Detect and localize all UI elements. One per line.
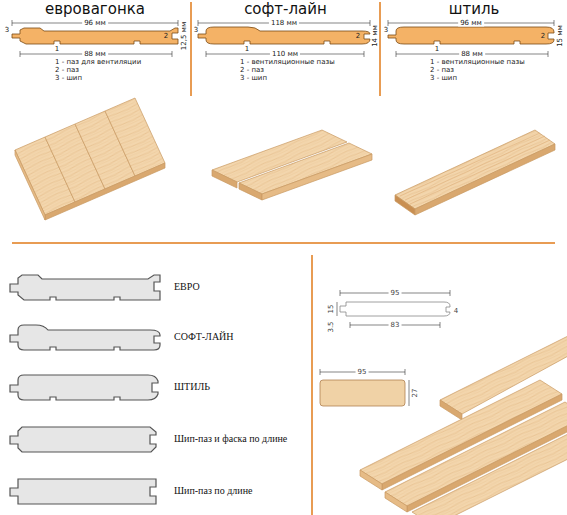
profile-label: ЕВРО: [174, 281, 200, 293]
callout-number: 2: [164, 33, 168, 40]
top-profiles: [12, 27, 554, 44]
euro-photo: [15, 98, 165, 220]
legend-note: 1 - вентиляционные пазы: [430, 59, 525, 66]
profile-shape: [10, 325, 160, 350]
art-path: [320, 290, 450, 406]
art-path: [12, 20, 178, 57]
dimension-label: 88 мм: [459, 51, 485, 58]
dimension-label: 110 мм: [270, 51, 300, 58]
legend-note: 2 - паз: [430, 67, 454, 74]
callout-number: 2: [541, 33, 545, 40]
legend-note: 2 - паз: [240, 67, 264, 74]
art-line: [379, 2, 381, 96]
header-text: евровагонка: [0, 0, 190, 18]
callout-number: 4: [454, 308, 458, 315]
profile-label: СОФТ-ЛАЙН: [174, 331, 234, 343]
dimension-drawing: [320, 302, 450, 406]
art-polygon: [105, 98, 165, 176]
profile-label: ШТИЛЬ: [174, 381, 210, 393]
art-polygon: [385, 492, 407, 512]
dimension-label: 27: [412, 389, 419, 398]
dimension-label: 95: [389, 290, 402, 297]
art-polygon: [395, 195, 415, 215]
profile-outline: [8, 474, 164, 508]
art-path: [400, 133, 550, 204]
profile-outline: [8, 422, 164, 456]
legend-note: 3 - шип: [55, 75, 82, 82]
soft-photo: [212, 130, 372, 200]
dimension-label: 15: [328, 305, 335, 314]
art-line: [12, 242, 555, 244]
euro-profile: [12, 28, 178, 44]
profile-outline: [8, 370, 164, 404]
art-polygon: [45, 163, 165, 220]
profile-shape: [10, 427, 156, 452]
dimension-label: 12,5 мм: [181, 22, 188, 50]
dimension-label: 88 мм: [82, 51, 108, 58]
art-line: [190, 2, 192, 96]
boards-photo: [360, 335, 567, 515]
profile-shape: [10, 479, 156, 504]
art-polygon: [262, 154, 372, 200]
callout-number: 3: [194, 27, 198, 34]
art-polygon: [212, 170, 237, 188]
legend-note: 3 - шип: [430, 75, 457, 82]
legend-note: 3 - шип: [240, 75, 267, 82]
profile-item: Шип-паз по длине: [8, 474, 259, 508]
profile-outline: [8, 320, 164, 354]
art-polygon: [239, 183, 262, 200]
callout-number: 3: [5, 27, 9, 34]
legend-note: 1 - вентиляционные пазы: [240, 59, 335, 66]
profile-label: Шип-паз по длине: [174, 485, 252, 497]
dimension-label: 3.5: [328, 321, 335, 332]
art-polygon: [412, 422, 567, 515]
profile-label: Шип-паз и фаска по длине: [174, 433, 287, 445]
section-header: евровагонка: [0, 0, 190, 18]
art-polygon: [395, 130, 555, 209]
profile-outline: [8, 270, 164, 304]
dimension-label: 95: [356, 369, 369, 376]
shtil-profile: [388, 27, 554, 44]
header-text: штиль: [381, 0, 567, 18]
callout-number: 2: [356, 33, 360, 40]
dimension-label: 83: [389, 322, 402, 329]
art-polygon: [415, 144, 555, 215]
profile-shape: [10, 375, 158, 400]
callout-number: 1: [55, 46, 59, 53]
art-polygon: [360, 470, 382, 490]
dimension-label: 96 мм: [82, 20, 108, 27]
dimension-label: 96 мм: [458, 20, 484, 27]
art-path: [388, 20, 554, 57]
art-polygon: [239, 143, 372, 194]
art-polygon: [15, 150, 45, 220]
profile-item: ШТИЛЬ: [8, 370, 216, 404]
legend-note: 1 - паз для вентиляции: [55, 59, 141, 66]
profile-item: СОФТ-ЛАЙН: [8, 320, 240, 354]
section-profile: [340, 302, 450, 316]
dimension-label: 14 мм: [372, 25, 379, 47]
soft-profile: [198, 27, 370, 44]
art-line: [311, 255, 313, 515]
dimension-label: 118 мм: [269, 20, 299, 27]
profile-item: ЕВРО: [8, 270, 206, 304]
profile-item: Шип-паз и фаска по длине: [8, 422, 294, 456]
art-polygon: [440, 400, 462, 420]
section-header: штиль: [381, 0, 567, 18]
shtil-photo: [395, 130, 555, 215]
art-path: [198, 20, 370, 57]
callout-number: 1: [245, 46, 249, 53]
header-text: софт-лайн: [191, 0, 380, 18]
end-view: [320, 380, 405, 406]
legend-note: 2 - паз: [55, 67, 79, 74]
callout-number: 1: [435, 46, 439, 53]
callout-number: 3: [384, 27, 388, 34]
profile-shape: [10, 275, 160, 300]
dimension-label: 15 мм: [557, 25, 564, 47]
section-header: софт-лайн: [191, 0, 380, 18]
